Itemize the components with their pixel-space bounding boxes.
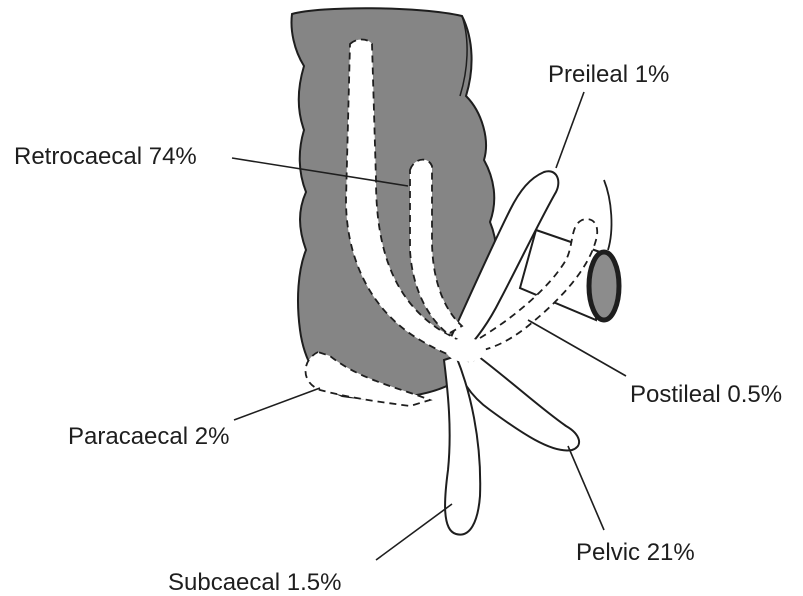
appendix-base: [446, 338, 486, 362]
terminal-ileum-contour: [604, 180, 611, 250]
pelvic-leader: [568, 446, 604, 530]
preileal-leader: [556, 92, 584, 168]
paracaecal-leader: [234, 388, 320, 420]
label-subcaecal: Subcaecal 1.5%: [168, 569, 341, 596]
postileal-leader: [528, 320, 626, 376]
label-postileal: Postileal 0.5%: [630, 381, 782, 408]
terminal-ileum-opening: [589, 252, 619, 320]
label-retrocaecal: Retrocaecal 74%: [14, 143, 197, 170]
subcaecal-leader: [376, 504, 452, 560]
label-paracaecal: Paracaecal 2%: [68, 423, 229, 450]
label-pelvic: Pelvic 21%: [576, 539, 695, 566]
label-preileal: Preileal 1%: [548, 61, 669, 88]
